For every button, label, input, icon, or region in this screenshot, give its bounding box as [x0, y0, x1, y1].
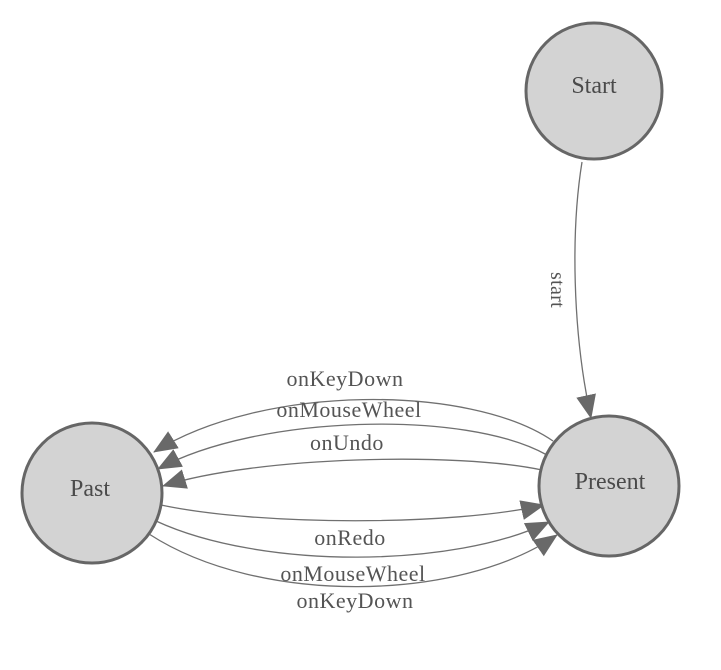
node-past[interactable]: Past [20, 421, 164, 565]
node-start-label: Start [571, 73, 617, 99]
node-present[interactable]: Present [537, 414, 681, 558]
edge-label-group: start onKeyDown onMouseWheel onUndo onRe… [276, 272, 568, 613]
node-past-label: Past [70, 476, 110, 502]
edge-label-onkeydown-to-past: onKeyDown [287, 366, 404, 391]
edge-label-onmousewheel-to-present: onMouseWheel [280, 561, 425, 586]
edge-label-start: start [546, 272, 568, 308]
node-start-circle[interactable] [524, 21, 664, 161]
edge-past-to-present-onmousewheel [155, 520, 550, 558]
edge-present-to-past-onmousewheel [157, 423, 548, 470]
edge-present-to-past-onkeydown [153, 398, 554, 453]
edge-label-onkeydown-to-present: onKeyDown [297, 588, 414, 613]
edge-present-to-past-onundo [162, 458, 543, 489]
edge-label-onredo: onRedo [314, 525, 385, 550]
edge-past-to-present-onredo [160, 500, 545, 522]
node-present-label: Present [575, 469, 646, 495]
node-present-circle[interactable] [537, 414, 681, 558]
edge-past-to-present-onkeydown [148, 533, 558, 588]
edge-label-onundo: onUndo [310, 430, 384, 455]
node-start[interactable]: Start [524, 21, 664, 161]
edge-group [148, 161, 596, 588]
edge-start-to-present [574, 161, 596, 419]
edge-label-onmousewheel-to-past: onMouseWheel [276, 397, 421, 422]
node-past-circle[interactable] [20, 421, 164, 565]
